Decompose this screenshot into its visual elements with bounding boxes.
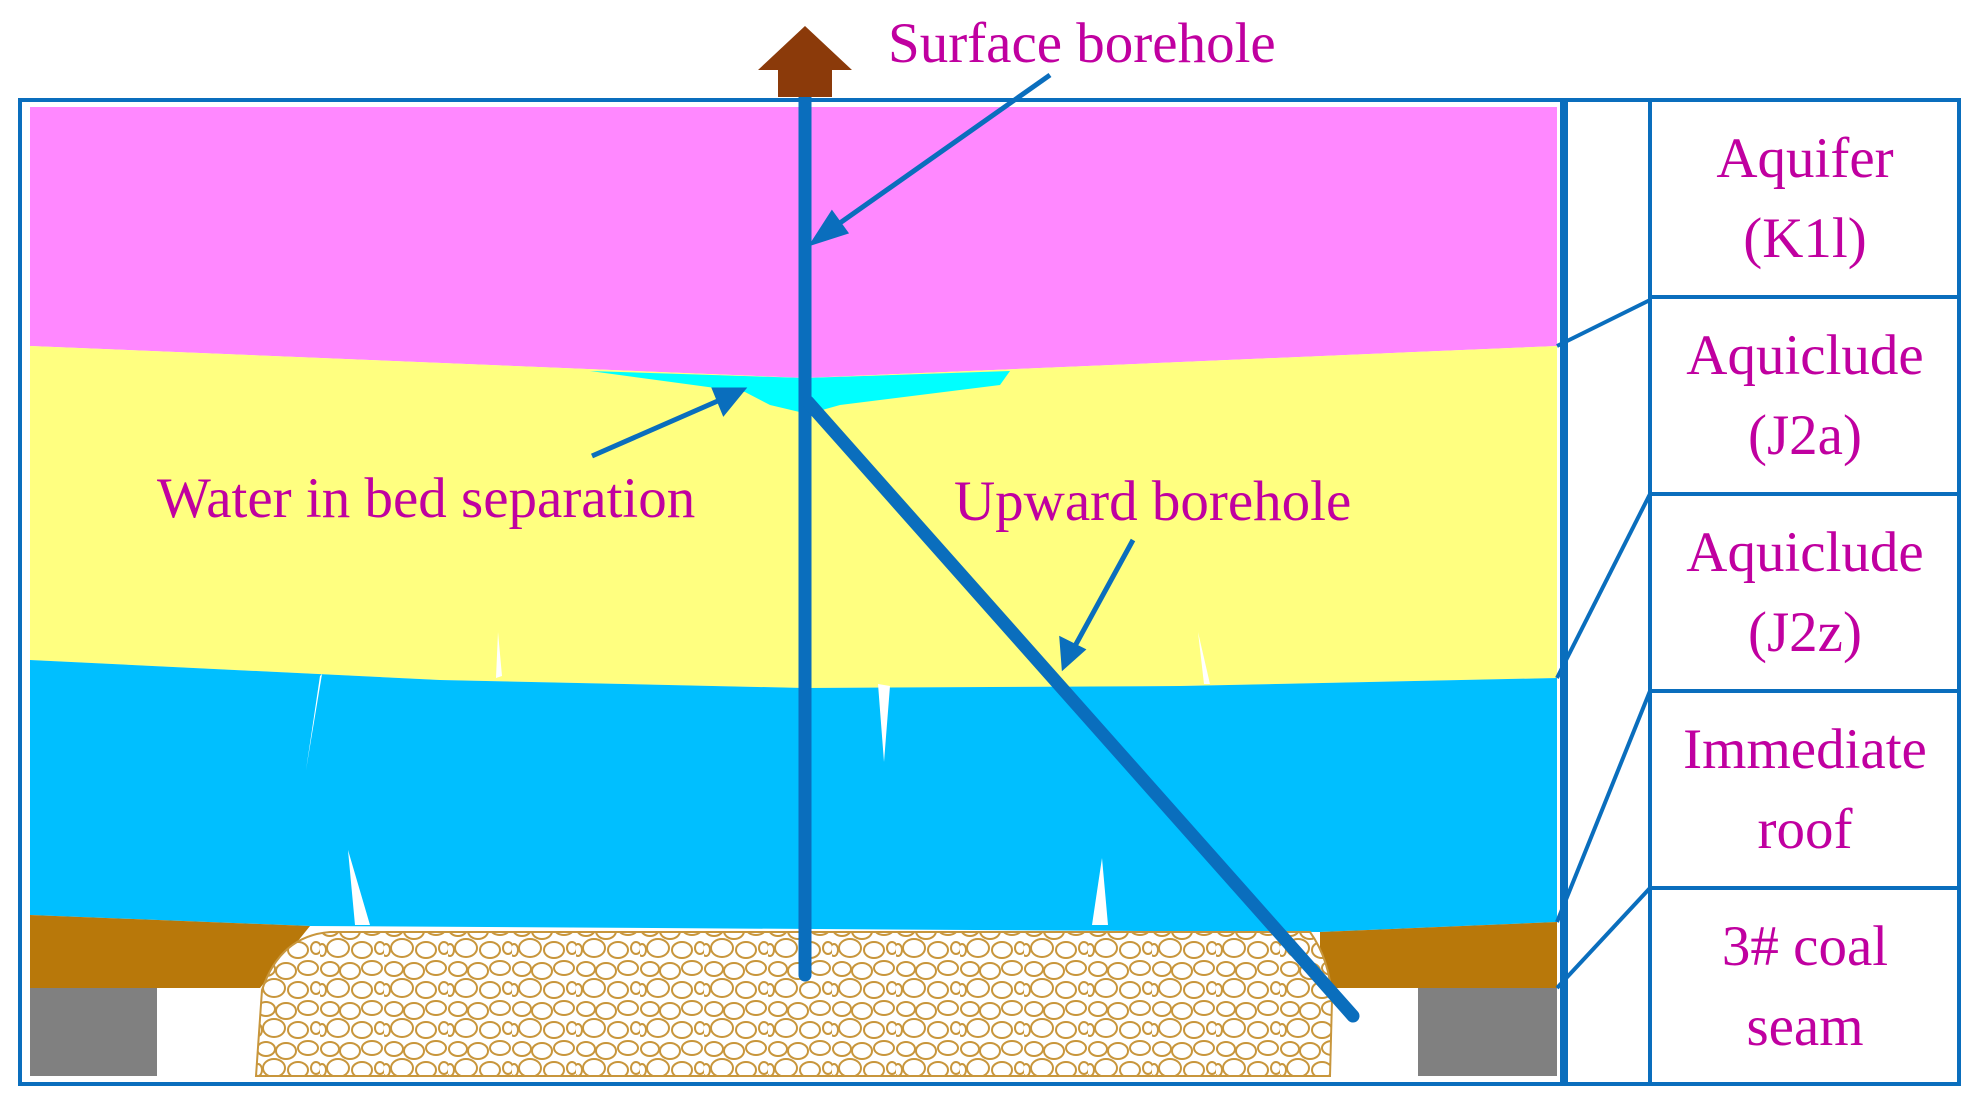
surface-borehole-label: Surface borehole [888,12,1276,75]
upward-borehole-line [801,395,1360,1023]
aquiclude-j2a-layer [30,346,1557,688]
water-in-bed-separation-label: Water in bed separation [157,467,695,530]
aquiclude-j2z-layer [30,660,1557,932]
legend-aquiclude-j2a-line1: Aquiclude [1686,324,1923,387]
legend-grid [1564,98,1961,1086]
legend-labels: Aquifer (K1l) Aquiclude (J2a) Aquiclude … [1683,127,1927,1058]
legend-coal-seam-line1: 3# coal [1722,915,1888,978]
fracture-marks [306,632,1210,925]
legend-connectors [1555,298,1652,990]
aquifer-k1l-layer [30,107,1557,378]
coal-seam-right [1418,988,1557,1076]
coal-seam-left [30,988,157,1076]
legend-aquiclude-j2a-line2: (J2a) [1748,404,1862,467]
gob-rubble [254,931,1334,1077]
legend-immediate-roof-line1: Immediate [1683,718,1927,781]
legend-aquifer-line1: Aquifer [1716,127,1893,190]
legend-coal-seam-line2: seam [1746,995,1863,1058]
legend-aquifer-line2: (K1l) [1743,207,1866,270]
legend-aquiclude-j2z-line1: Aquiclude [1686,521,1923,584]
legend-aquiclude-j2z-line2: (J2z) [1748,601,1862,664]
callout-pointers [590,72,1136,672]
upward-borehole-label: Upward borehole [954,470,1351,533]
immediate-roof-layer [30,915,310,988]
legend-immediate-roof-line2: roof [1758,798,1853,861]
immediate-roof-layer-right [1320,922,1557,988]
surface-borehole-arrow-icon [758,26,852,97]
